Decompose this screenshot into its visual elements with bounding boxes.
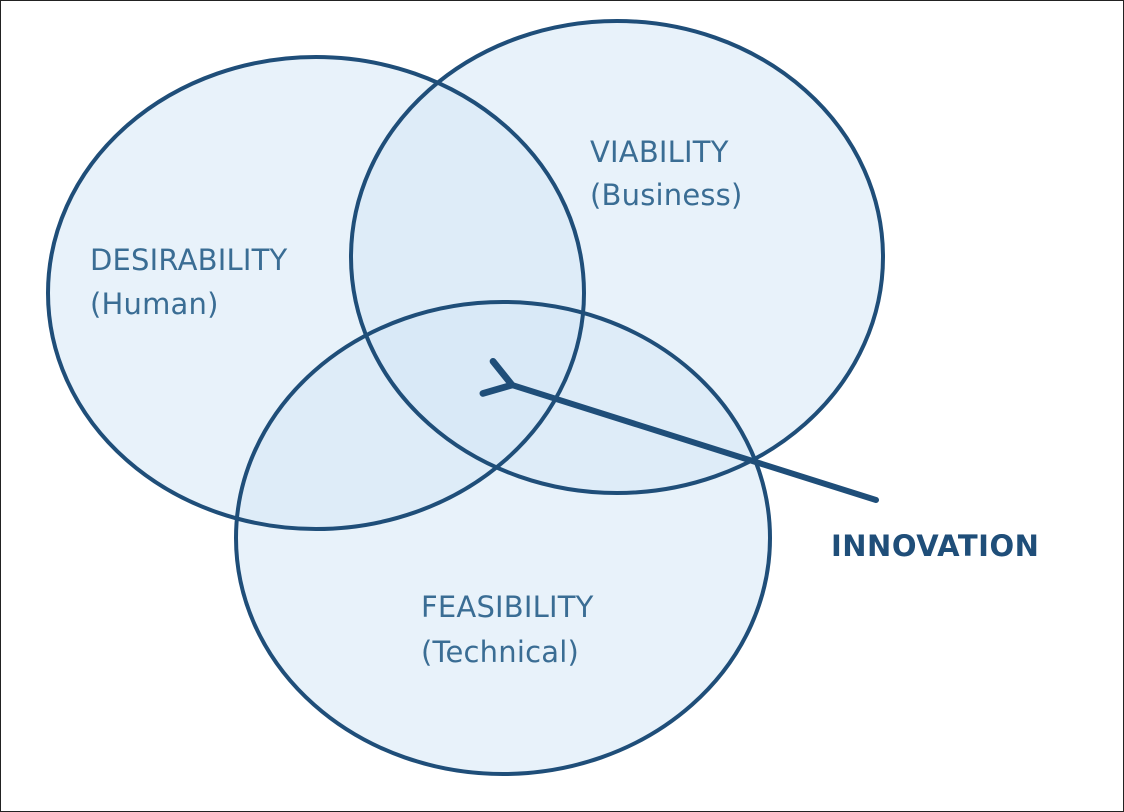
viability-label: VIABILITY (Business) [590,135,743,212]
feasibility-circle [234,300,772,776]
feasibility-label: FEASIBILITY (Technical) [421,590,603,669]
feasibility-fill [236,302,770,774]
feasibility-title: FEASIBILITY [421,590,594,624]
innovation-label: INNOVATION [831,529,1039,563]
innovation-arrow [479,358,879,503]
feasibility-subtitle: (Technical) [421,635,579,669]
desirability-label: DESIRABILITY (Human) [90,243,297,321]
viability-circle [349,19,885,495]
set-outlines [46,19,885,776]
viability-title: VIABILITY [590,135,729,169]
desirability-circle [46,55,586,531]
desirability-subtitle: (Human) [90,287,219,321]
set-fills [48,21,883,774]
desirability-title: DESIRABILITY [90,243,287,277]
viability-subtitle: (Business) [590,178,743,212]
